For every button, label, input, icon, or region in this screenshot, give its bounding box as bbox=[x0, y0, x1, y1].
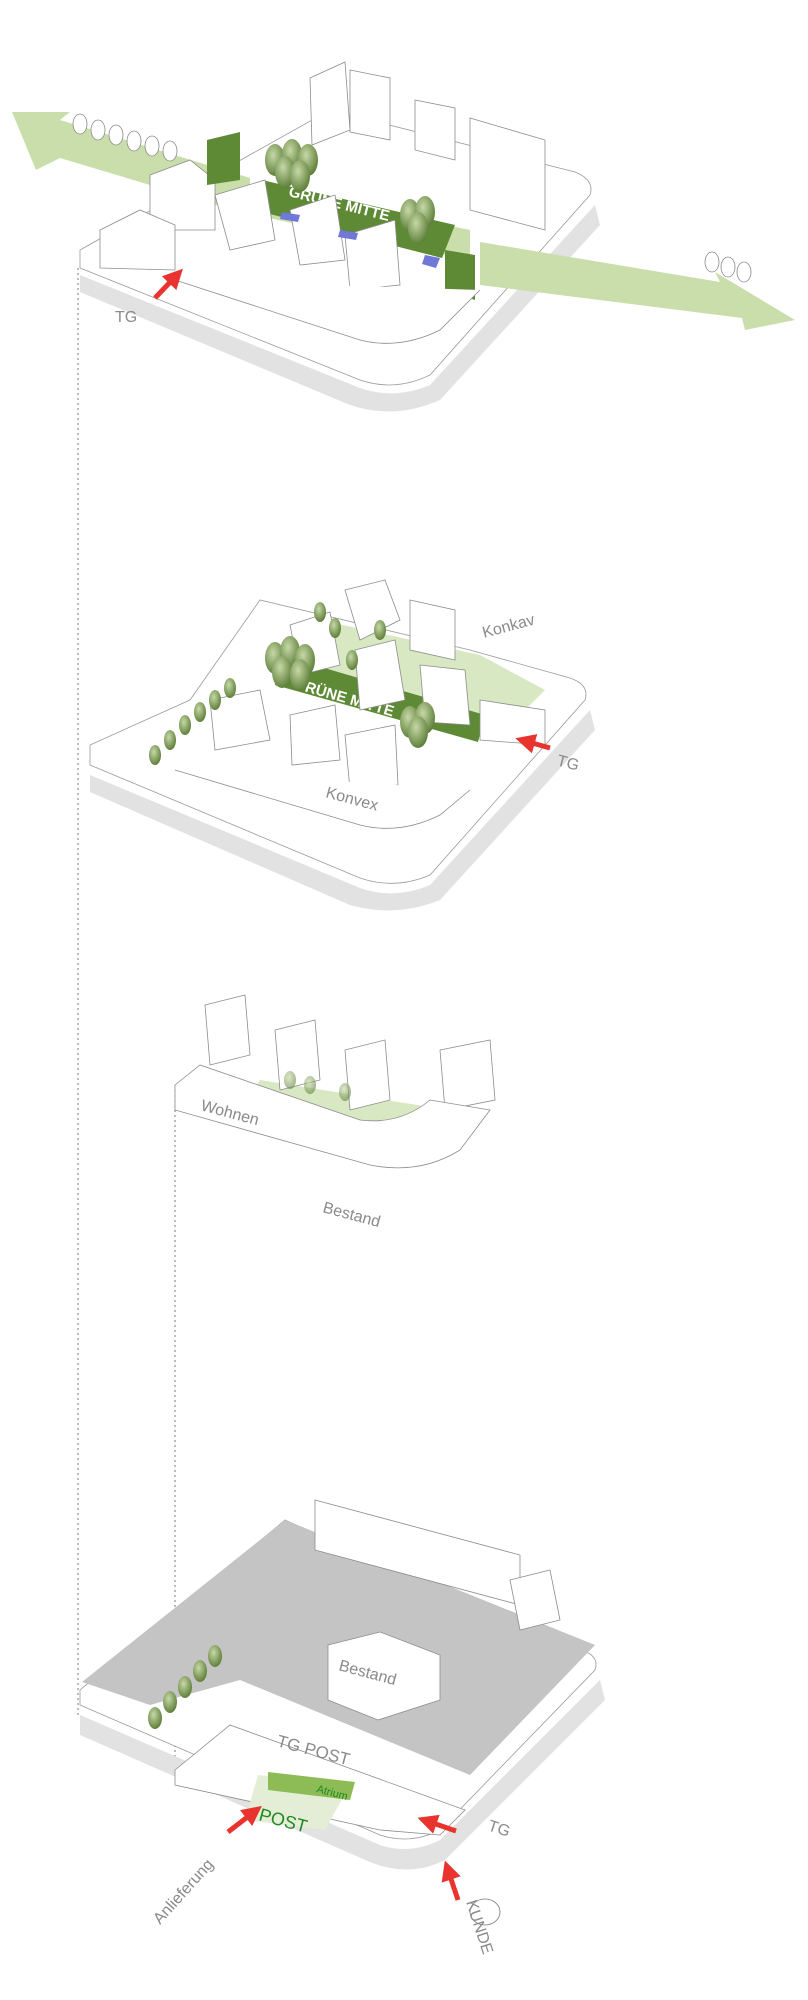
atrium-area bbox=[268, 1772, 355, 1800]
green-center-band bbox=[262, 180, 455, 258]
existing-label-1: Bestand bbox=[321, 1199, 382, 1231]
customer-icon bbox=[469, 1898, 501, 1926]
street-trees bbox=[72, 113, 752, 283]
tree-cluster bbox=[265, 139, 435, 244]
street-trees bbox=[148, 1645, 222, 1729]
housing-podium bbox=[174, 1064, 491, 1169]
customer-label: KUNDE bbox=[462, 1898, 495, 1957]
entrance-arrow-tg bbox=[417, 1814, 457, 1834]
level-housing: Wohnen bbox=[174, 994, 496, 1169]
level-ground: Bestand Bestand TG POST Atrium POST Anli… bbox=[79, 1199, 605, 1957]
delivery-arrow bbox=[226, 1805, 262, 1834]
existing-building-2 bbox=[327, 1631, 441, 1721]
delivery-label: Anlieferung bbox=[150, 1856, 217, 1928]
tg-label: TG bbox=[115, 309, 137, 326]
level-roof: GRÜNE MITTE bbox=[12, 61, 795, 412]
entrance-arrow-tg bbox=[515, 734, 551, 754]
tg-label: TG bbox=[555, 752, 581, 774]
tree-cluster bbox=[149, 602, 435, 765]
entrance-arrow-tg bbox=[153, 268, 183, 300]
customer-arrow bbox=[441, 1860, 461, 1901]
water-feature bbox=[280, 212, 300, 222]
green-axis-arrow-east bbox=[480, 242, 795, 330]
atrium-trees bbox=[284, 1071, 351, 1101]
green-facade bbox=[207, 132, 240, 185]
tg-label: TG bbox=[486, 1818, 512, 1841]
level-upper: GRÜNE MITTE Konkav Konvex bbox=[89, 579, 595, 911]
concave-label: Konkav bbox=[481, 612, 537, 642]
buildings bbox=[99, 61, 546, 344]
